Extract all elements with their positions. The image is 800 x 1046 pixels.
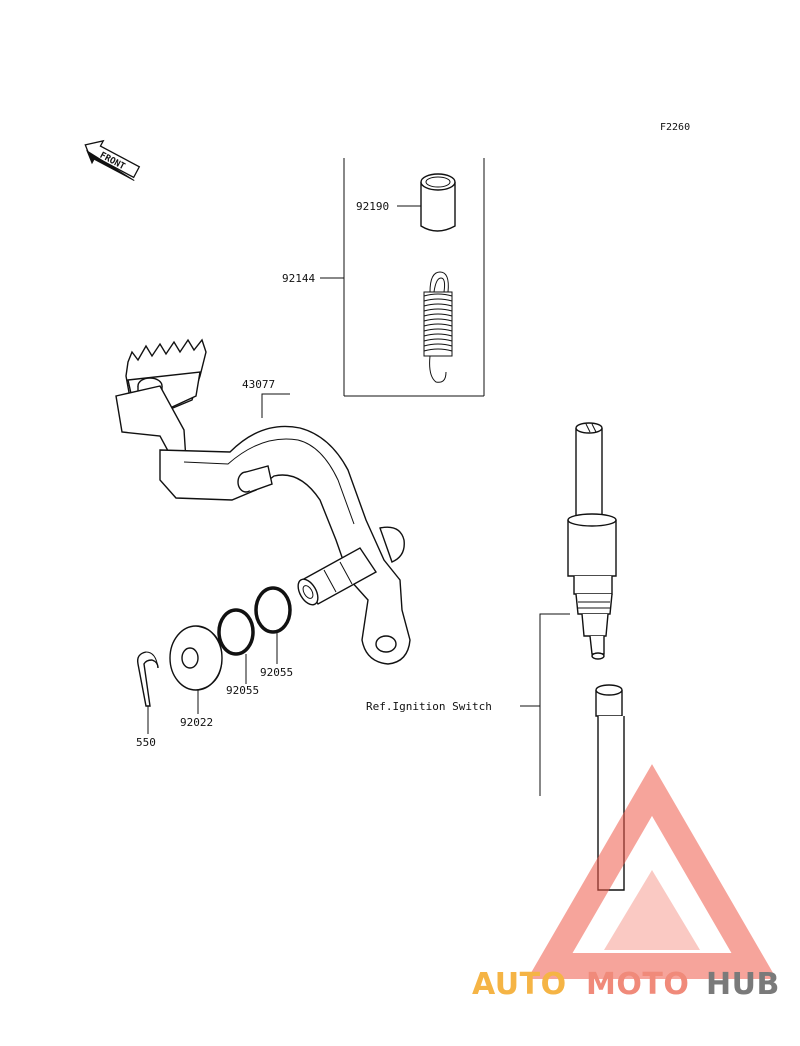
washer-part [169,625,223,691]
reference-label: Ref.Ignition Switch [366,700,492,713]
o-ring-upper-part [254,586,292,634]
label-92055-upper: 92055 [260,666,293,679]
logo-moto: MOTO [586,967,689,1002]
figure-code: F2260 [660,122,690,133]
label-92055-lower: 92055 [226,684,259,697]
cotter-pin-part [136,651,159,707]
logo-auto: AUTO [472,967,567,1002]
label-43077: 43077 [242,378,275,391]
brake-pedal-part [115,338,411,665]
spring-set-bracket [320,158,485,397]
automotohub-logo: AUTO MOTO HUB [472,764,780,1002]
label-92144: 92144 [282,272,315,285]
label-92022: 92022 [180,716,213,729]
sleeve-part [420,173,456,232]
label-550: 550 [136,736,156,749]
ignition-switch-part [567,422,625,891]
front-arrow-icon: FRONT [84,139,141,181]
logo-hub: HUB [706,967,780,1002]
label-92190: 92190 [356,200,389,213]
o-ring-lower-part [217,608,255,656]
spring-part [423,271,453,383]
